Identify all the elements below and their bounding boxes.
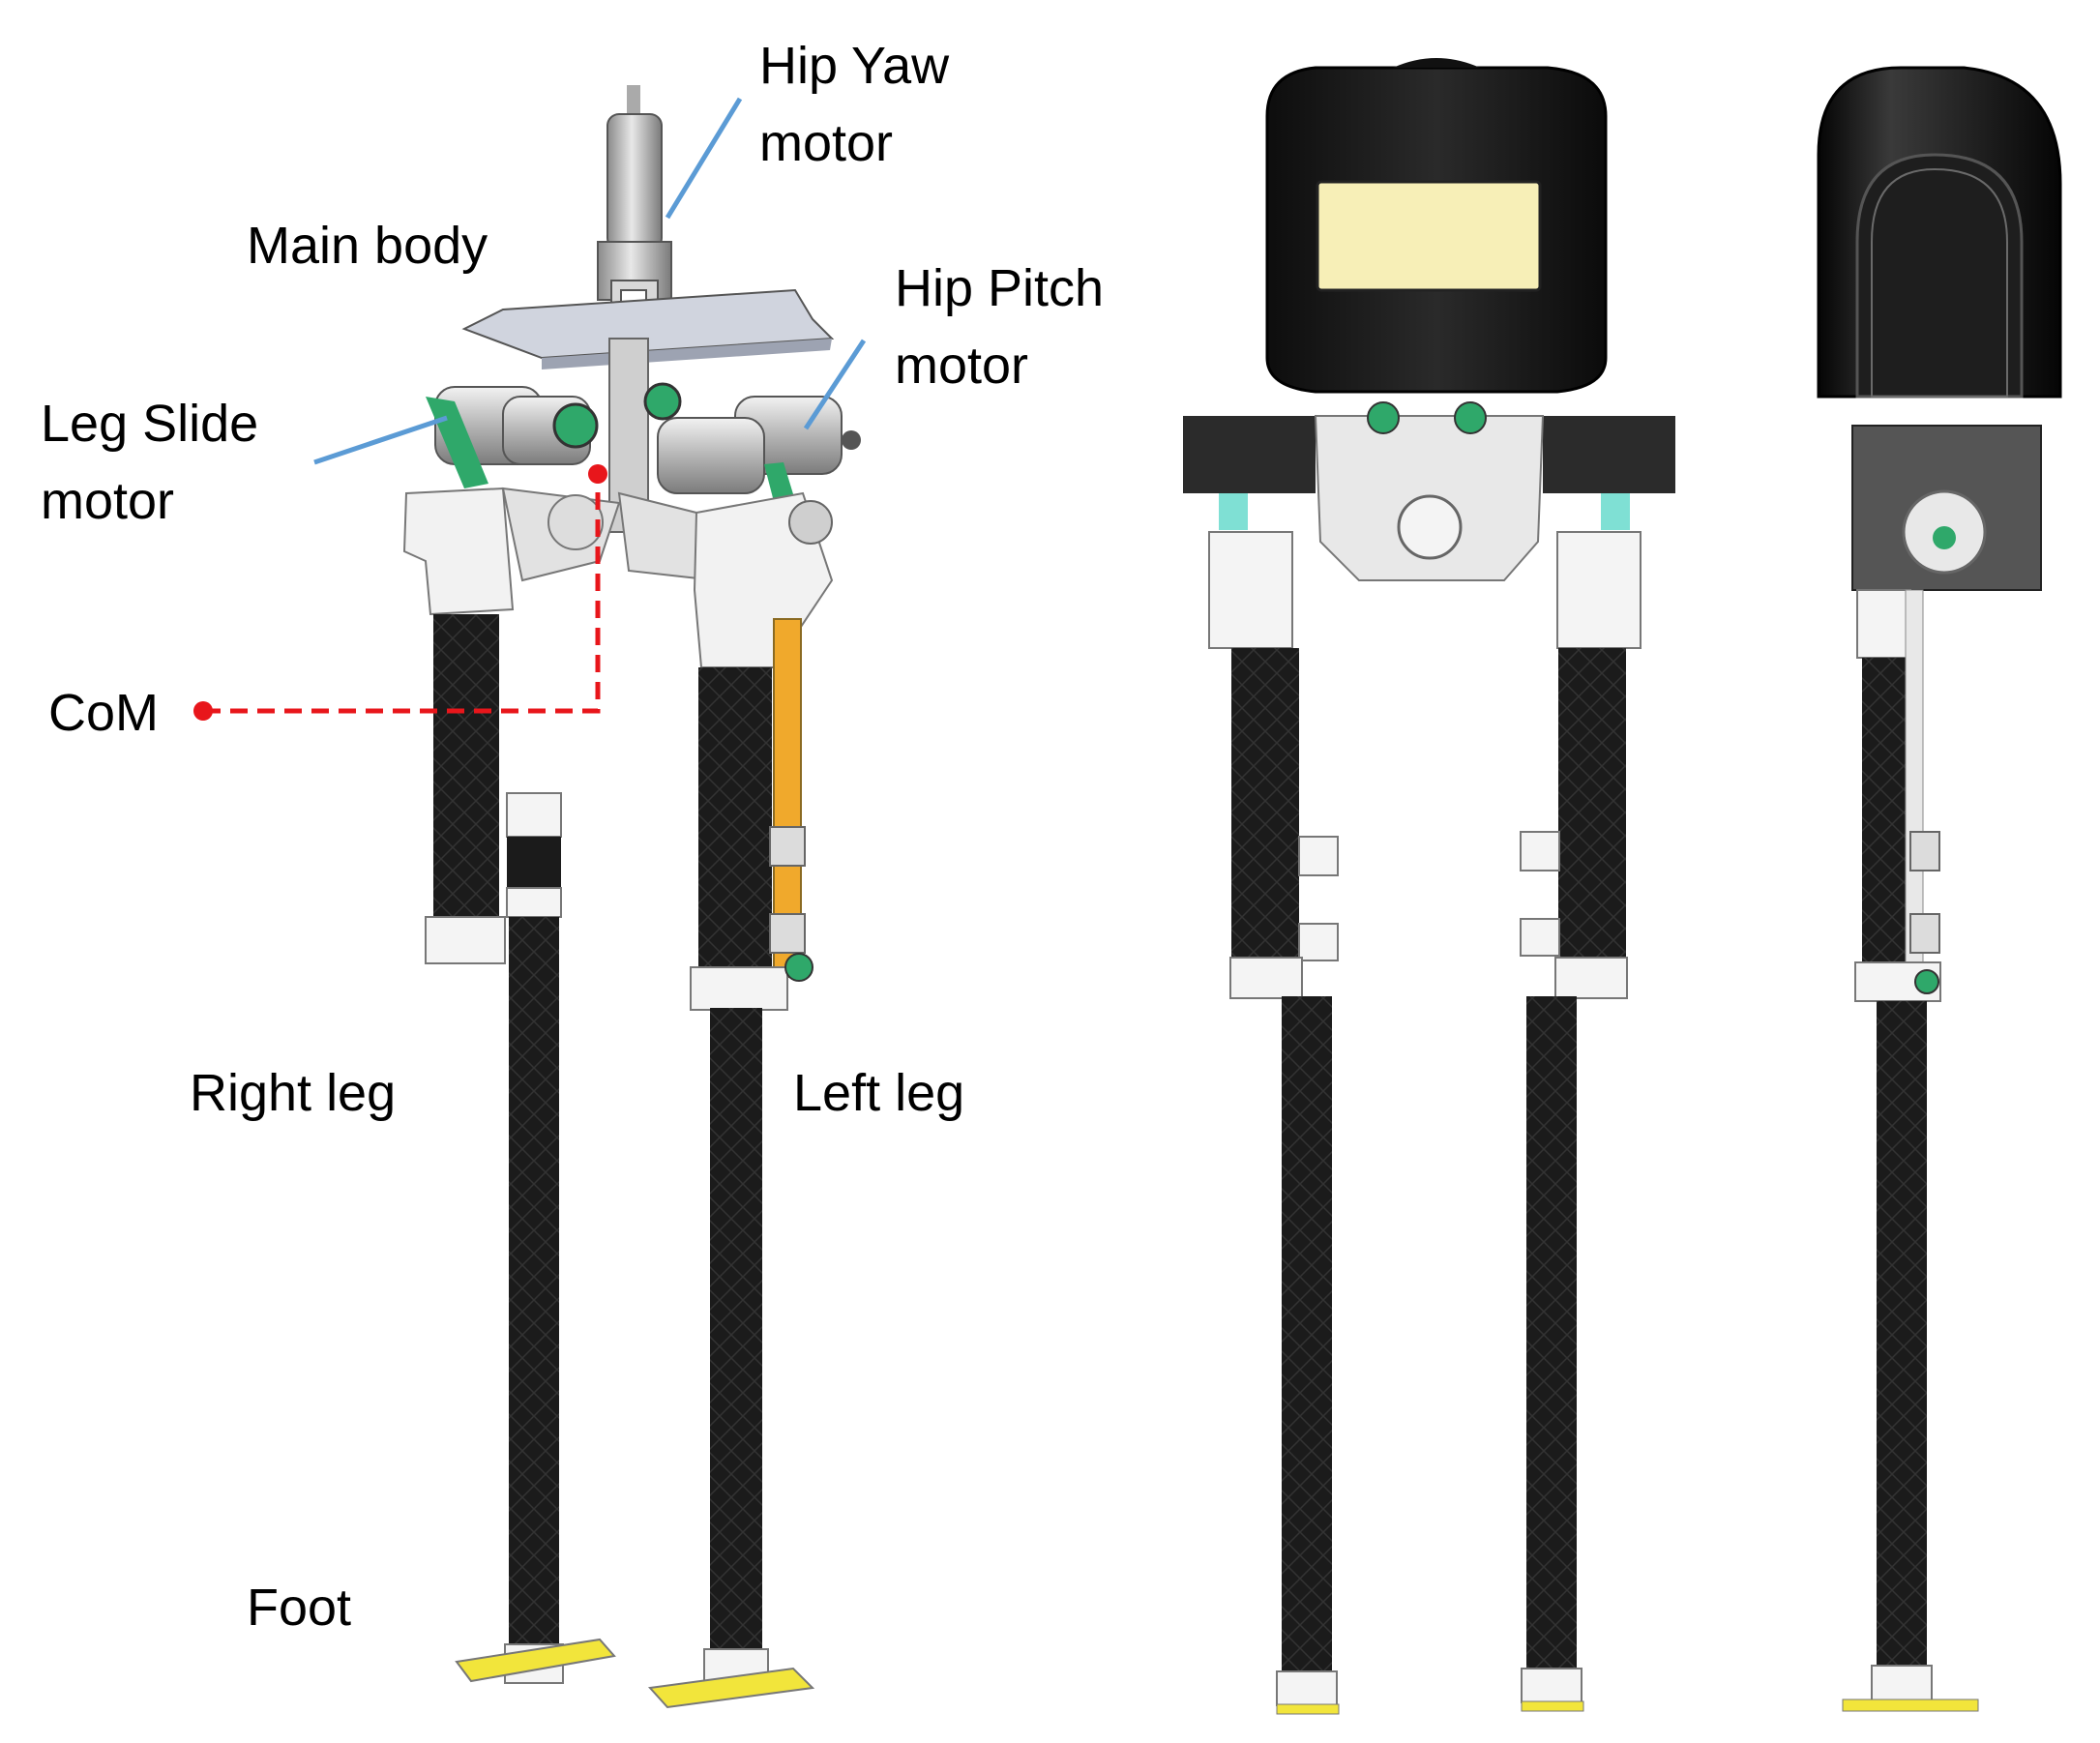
foot-label: Foot [247,1579,352,1637]
leg-slide-motor-label-line2: motor [41,472,175,530]
left-leg-label: Left leg [793,1064,965,1122]
right-leg [425,614,616,1684]
side-view [1817,66,2062,1712]
com-label: CoM [48,684,160,742]
leg-slide-motor-label-line1: Leg Slide [41,395,259,453]
front-view [1183,58,1675,1715]
left-leg [647,618,815,1709]
hip-yaw-motor-label: Hip Yaw motor [759,27,949,182]
isometric-view [193,85,867,1709]
front-shell-window [1316,180,1542,292]
hip-pitch-motor-label-line1: Hip Pitch [895,259,1105,317]
main-body-label: Main body [247,217,488,275]
leg-slide-motor-label: Leg Slide motor [41,385,258,540]
hip-pitch-leader-line [803,339,867,430]
com-marker [193,464,607,721]
hip-yaw-motor-label-line2: motor [759,114,894,172]
hip-pitch-motor-label: Hip Pitch motor [895,250,1104,404]
leg-slide-leader-line [313,415,448,465]
hip-pitch-motor-label-line2: motor [895,337,1029,395]
hip-yaw-motor-label-line1: Hip Yaw [759,37,950,95]
hip-yaw-leader-line [665,97,743,220]
right-leg-label: Right leg [190,1064,397,1122]
